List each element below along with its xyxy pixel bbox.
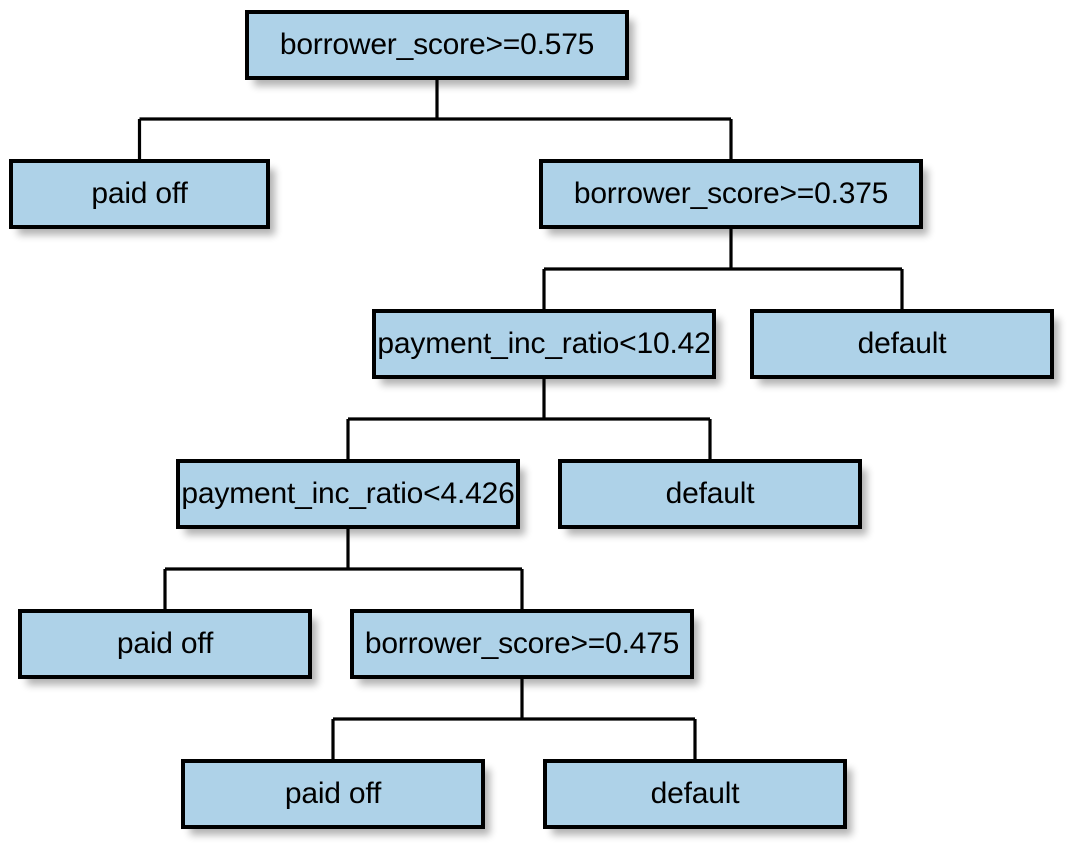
node-label: borrower_score>=0.575 bbox=[280, 28, 594, 61]
node-label: paid off bbox=[285, 777, 382, 810]
node-label: default bbox=[651, 777, 741, 810]
node-label: borrower_score>=0.375 bbox=[574, 177, 888, 210]
node-box[interactable] bbox=[181, 759, 485, 829]
tree-leaf-node[interactable]: default bbox=[750, 309, 1059, 385]
tree-leaf-node[interactable]: paid off bbox=[181, 759, 490, 835]
node-box[interactable] bbox=[372, 309, 716, 379]
tree-leaf-node[interactable]: paid off bbox=[18, 609, 317, 685]
edge-group bbox=[137, 78, 733, 161]
node-box[interactable] bbox=[558, 459, 862, 529]
node-label: payment_inc_ratio<10.42 bbox=[377, 327, 710, 360]
tree-leaf-node[interactable]: paid off bbox=[9, 159, 275, 235]
node-label: borrower_score>=0.475 bbox=[365, 627, 679, 660]
tree-leaf-node[interactable]: default bbox=[543, 759, 852, 835]
node-box[interactable] bbox=[543, 759, 847, 829]
edge-group bbox=[542, 227, 904, 311]
node-label: default bbox=[858, 327, 948, 360]
edge-group bbox=[331, 677, 697, 761]
node-label: paid off bbox=[117, 627, 214, 660]
tree-split-node[interactable]: borrower_score>=0.475 bbox=[350, 609, 699, 685]
node-label: default bbox=[666, 477, 756, 510]
node-box[interactable] bbox=[9, 159, 270, 229]
edge-group bbox=[163, 527, 524, 611]
node-box[interactable] bbox=[750, 309, 1054, 379]
node-box[interactable] bbox=[539, 159, 923, 229]
edge-group bbox=[346, 377, 712, 461]
node-label: payment_inc_ratio<4.426 bbox=[181, 477, 514, 510]
node-box[interactable] bbox=[350, 609, 694, 679]
tree-split-node[interactable]: borrower_score>=0.375 bbox=[539, 159, 928, 235]
node-box[interactable] bbox=[176, 459, 520, 529]
node-label: paid off bbox=[91, 177, 188, 210]
tree-leaf-node[interactable]: default bbox=[558, 459, 867, 535]
node-box[interactable] bbox=[18, 609, 312, 679]
tree-split-node[interactable]: borrower_score>=0.575 bbox=[245, 10, 634, 86]
tree-split-node[interactable]: payment_inc_ratio<10.42 bbox=[372, 309, 721, 385]
tree-edges bbox=[137, 78, 904, 761]
tree-split-node[interactable]: payment_inc_ratio<4.426 bbox=[176, 459, 525, 535]
node-box[interactable] bbox=[245, 10, 629, 80]
